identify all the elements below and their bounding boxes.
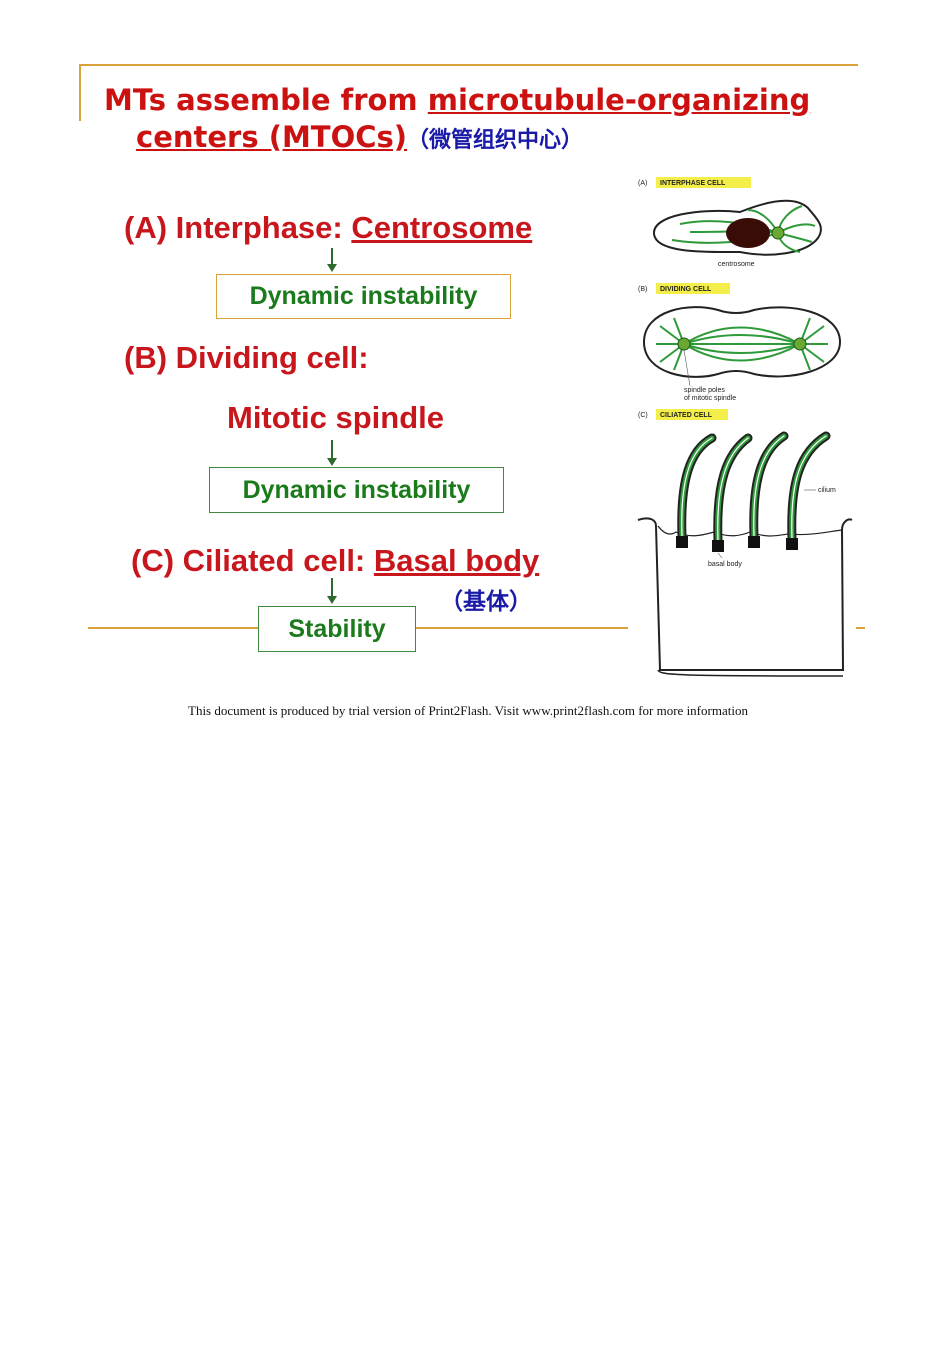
mtoc-figure: (A) INTERPHASE CELL centrosome (B) DIVID… (637, 177, 853, 677)
frame-left-line (79, 64, 81, 121)
title-chinese: （微管组织中心） (407, 128, 584, 153)
panel-c-basal-label: basal body (708, 561, 742, 568)
basal-body-chinese: （基体） (440, 588, 532, 614)
arrow-c-shaft (331, 578, 333, 596)
panel-b-title-bg (656, 283, 730, 294)
panel-b-tag: (B) (638, 286, 647, 293)
spindle-pole-right (793, 337, 807, 351)
title-underlined-1: microtubule-organizing (427, 83, 811, 117)
panel-c-title-bg (656, 409, 728, 420)
mitotic-spindle-term: Mitotic spindle (227, 400, 444, 435)
arrow-a-head (327, 264, 337, 272)
arrow-c-head (327, 596, 337, 604)
basal-body-term: Basal body (373, 543, 540, 578)
frame-bottom-line-mid (416, 627, 628, 629)
panel-c-cilium-label: cilium (818, 487, 836, 494)
cilia (677, 431, 831, 545)
arrow-b-head (327, 458, 337, 466)
panel-b-caption-2: of mitotic spindle (684, 395, 736, 402)
arrow-a-shaft (331, 248, 333, 265)
box-stability: Stability (258, 606, 416, 652)
label-interphase: (A) Interphase: Centrosome (124, 212, 532, 243)
ciliated-text: (C) Ciliated cell: (131, 543, 374, 578)
panel-c-tag: (C) (638, 412, 648, 419)
panel-c-title: CILIATED CELL (660, 412, 713, 419)
box-dynamic-instability-b: Dynamic instability (209, 467, 504, 513)
panel-b-caption-1: spindle poles (684, 387, 725, 394)
title-underlined-2: centers (MTOCs) (136, 120, 408, 154)
slide-title-line-1: MTs assemble from microtubule-organizing (104, 86, 810, 115)
interphase-nucleus (726, 218, 770, 248)
arrow-b-shaft (331, 440, 333, 459)
interphase-text: (A) Interphase: (124, 210, 352, 245)
ciliated-cell-outline (637, 517, 853, 671)
dividing-cell-outline (642, 306, 842, 378)
basal-body-3 (748, 536, 760, 548)
frame-top-line (80, 64, 858, 66)
basal-body-1 (676, 536, 688, 548)
frame-bottom-line-right (856, 627, 865, 629)
basal-body-2 (712, 540, 724, 552)
centrosome-dot (771, 226, 785, 240)
panel-b-title: DIVIDING CELL (660, 286, 712, 293)
label-ciliated-cell: (C) Ciliated cell: Basal body (131, 545, 539, 576)
panel-a-tag: (A) (638, 180, 647, 187)
panel-a-title: INTERPHASE CELL (660, 180, 726, 187)
panel-a-title-bg (656, 177, 751, 188)
spindle-pole-left (677, 337, 691, 351)
basal-body-4 (786, 538, 798, 550)
label-dividing-cell: (B) Dividing cell: (124, 340, 369, 375)
trial-footer-text: This document is produced by trial versi… (188, 703, 748, 718)
centrosome-term: Centrosome (351, 210, 533, 245)
frame-bottom-line-left (88, 627, 258, 629)
slide-title-line-2: centers (MTOCs)（微管组织中心） (136, 123, 583, 152)
title-plain: MTs assemble from (104, 83, 428, 117)
panel-a-caption: centrosome (718, 261, 755, 268)
box-dynamic-instability-a: Dynamic instability (216, 274, 511, 319)
